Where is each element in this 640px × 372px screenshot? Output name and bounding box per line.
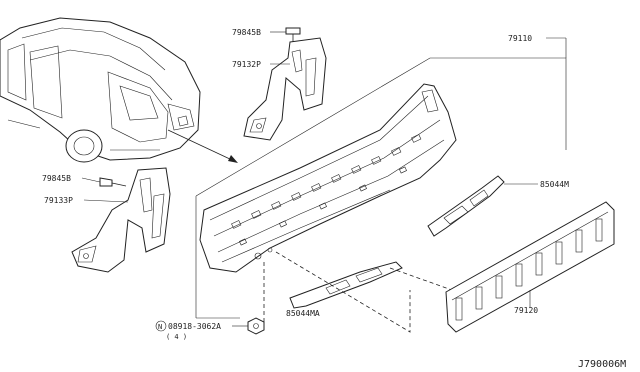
pointer-arrow xyxy=(167,129,238,163)
bolt-top xyxy=(285,27,301,42)
bolt-left xyxy=(99,177,127,187)
label-79845b-left: 79845B xyxy=(42,174,71,183)
label-79110: 79110 xyxy=(508,34,532,43)
panel-outline-box xyxy=(195,57,567,319)
label-85044m: 85044M xyxy=(540,180,569,189)
bracket-79133p xyxy=(71,167,171,273)
reinforcement-85044m xyxy=(427,175,505,237)
label-79845b-top: 79845B xyxy=(232,28,261,37)
label-79133p: 79133P xyxy=(44,196,73,205)
reinforcement-85044ma xyxy=(289,261,403,309)
rear-panel-79110 xyxy=(199,83,457,273)
leader-lines xyxy=(81,31,567,203)
bracket-79132p xyxy=(243,37,327,141)
dashed-guides xyxy=(263,251,453,333)
nut-symbol-circle xyxy=(155,320,167,332)
vehicle-rear-illustration xyxy=(0,17,201,163)
nut-symbol: N xyxy=(158,323,162,331)
label-nut-qty: ( 4 ) xyxy=(166,333,187,341)
label-nut-part: 08918-3062A xyxy=(168,322,221,331)
label-79132p: 79132P xyxy=(232,60,261,69)
label-79120: 79120 xyxy=(514,306,538,315)
diagram-code: J790006M xyxy=(578,359,626,370)
finisher-panel-79120 xyxy=(445,201,615,333)
nut-icon xyxy=(247,317,265,335)
label-85044ma: 85044MA xyxy=(286,309,320,318)
